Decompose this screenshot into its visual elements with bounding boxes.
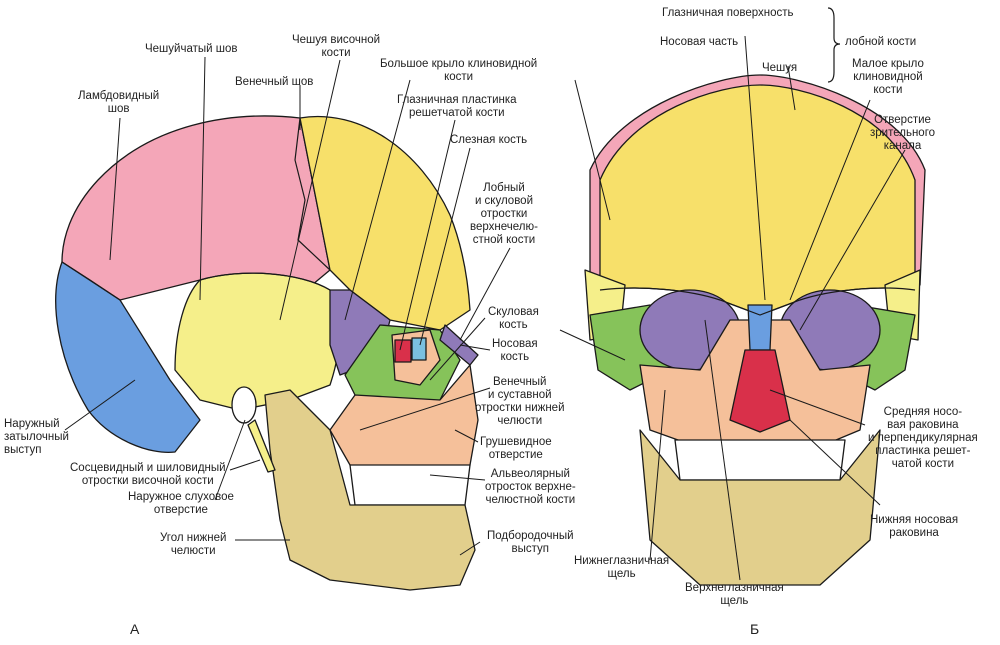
label-frontal-zygomatic-processes: Лобный и скуловой отростки верхнечелю- с… [470, 182, 538, 246]
label-lesser-wing: Малое крыло клиновидной кости [852, 58, 924, 96]
label-nasal-part: Носовая часть [660, 36, 739, 48]
label-inferior-orbital-fissure: Нижнеглазничная щель [574, 555, 670, 580]
caption-b: Б [750, 621, 759, 637]
label-alveolar-process: Альвеолярный отросток верхне- челюстной … [485, 468, 576, 506]
label-mandible-angle: Угол нижней челюсти [160, 532, 227, 557]
label-greater-wing: Большое крыло клиновидной кости [380, 58, 538, 83]
label-mental-protuberance: Подбородочный выступ [487, 530, 574, 555]
skull-frontal-view [584, 74, 926, 586]
lacrimal-bone [411, 337, 427, 361]
label-external-occipital: Наружный затылочный выступ [4, 418, 69, 456]
label-superior-orbital-fissure: Верхнеглазничная щель [685, 582, 784, 607]
external-ear-opening [231, 386, 257, 424]
label-orbital-surface: Глазничная поверхность [662, 7, 794, 19]
mandible-front [639, 429, 881, 586]
ethmoid-orbital-plate [394, 339, 412, 363]
label-piriform-aperture: Грушевидное отверстие [480, 436, 552, 461]
sutures-frontal [599, 287, 916, 316]
label-ethmoid-orbital-plate: Глазничная пластинка решетчатой кости [397, 94, 517, 119]
label-temporal-squama: Чешуя височной кости [292, 34, 381, 59]
label-external-acoustic: Наружное слуховое отверстие [128, 491, 234, 516]
label-squamous-suture: Чешуйчатый шов [145, 43, 238, 55]
piriform-aperture-front [729, 349, 791, 433]
label-nasal-bone: Носовая кость [492, 338, 538, 363]
label-coronal-suture: Венечный шов [235, 76, 314, 88]
leader-lines [64, 35, 906, 581]
parietal-bone [61, 115, 331, 301]
mandible-lateral [264, 389, 476, 591]
label-inferior-concha: Нижняя носовая раковина [870, 514, 959, 539]
label-lambdoid-suture: Ламбдовидный шов [78, 90, 160, 115]
label-frontal-bone-group: лобной кости [845, 36, 917, 48]
frontal-bone [299, 116, 471, 331]
upper-teeth [349, 464, 471, 506]
caption-a: А [130, 621, 140, 637]
label-mastoid-styloid: Сосцевидный и шиловидный отростки височн… [70, 462, 226, 487]
sutures-lateral [61, 117, 331, 301]
label-zygomatic-bone: Скуловая кость [488, 306, 539, 331]
occipital-bone [55, 261, 201, 454]
label-middle-concha: Средняя носо- вая раковина и перпендикул… [868, 406, 978, 470]
label-squama: Чешуя [762, 62, 798, 74]
label-lacrimal-bone: Слезная кость [450, 134, 528, 146]
label-optic-canal: Отверстие зрительного канала [870, 114, 936, 152]
styloid-process [247, 419, 276, 473]
skull-lateral-view [55, 115, 479, 591]
label-mandible-processes: Венечный и суставной отростки нижней чел… [475, 376, 565, 427]
frontal-bone-brace [827, 7, 841, 83]
upper-teeth-front [674, 439, 846, 481]
